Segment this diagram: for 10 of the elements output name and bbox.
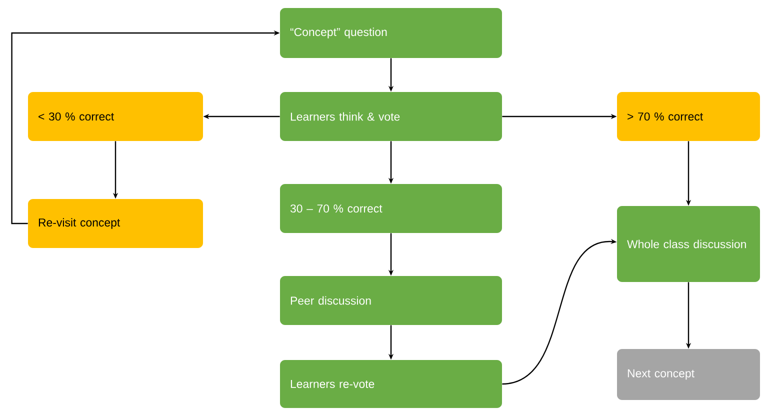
process-box: 30 – 70 % correct bbox=[280, 184, 502, 233]
outcome-box: Re-visit concept bbox=[28, 199, 203, 248]
process-box: Whole class discussion bbox=[617, 206, 760, 282]
end-box: Next concept bbox=[617, 349, 760, 400]
process-box: Peer discussion bbox=[280, 276, 502, 325]
outcome-box: < 30 % correct bbox=[28, 92, 203, 141]
outcome-box: > 70 % correct bbox=[617, 92, 760, 141]
process-box: Learners think & vote bbox=[280, 92, 502, 141]
process-box: “Concept” question bbox=[280, 8, 502, 58]
process-box: Learners re-vote bbox=[280, 360, 502, 408]
